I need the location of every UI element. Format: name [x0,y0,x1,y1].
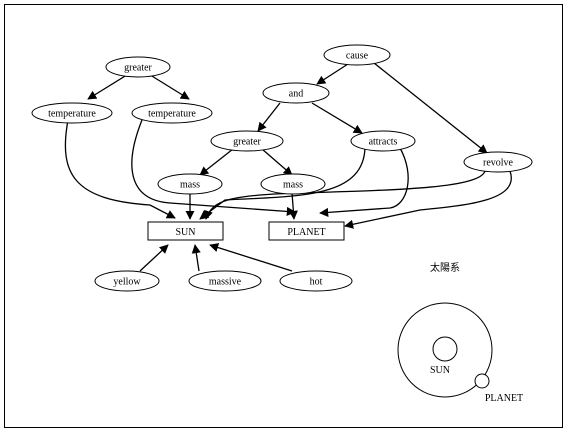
node-label: temperature [48,109,96,120]
node-label: greater [124,63,152,74]
nodes: greater temperature temperature cause an… [32,45,532,291]
node-label: mass [180,180,200,191]
node-cause: cause [324,45,390,65]
node-temperature-left: temperature [32,103,112,123]
node-revolve: revolve [464,152,532,172]
node-label: mass [283,180,303,191]
solar-system-sketch: 太陽系 SUN PLANET [398,261,523,404]
edge-yellow-to-sun [140,245,168,271]
edge-and-to-attracts [312,103,362,133]
node-label: greater [233,137,261,148]
node-planet-box: PLANET [269,222,344,240]
node-label: PLANET [287,227,325,238]
node-massive: massive [189,271,261,291]
planet-circle [475,374,489,388]
edge-greater-to-temperature-right [147,73,189,99]
edge-revolve-to-planet [345,171,511,226]
node-label: SUN [175,227,195,238]
node-yellow: yellow [95,271,159,291]
sun-circle [433,337,457,361]
node-attracts: attracts [351,131,415,151]
edge-greater-to-temperature-left [88,73,130,99]
edge-mass-right-to-planet [292,193,294,219]
node-label: hot [310,277,323,288]
edge-hot-to-sun [210,245,292,271]
node-label: massive [209,277,242,288]
node-greater-top: greater [106,57,170,77]
edge-greater-to-mass-right [262,149,292,175]
edge-cause-to-and [317,64,348,84]
node-label: temperature [148,109,196,120]
node-greater-mid: greater [211,131,283,151]
node-label: and [289,89,303,100]
node-label: yellow [113,277,141,288]
node-mass-right: mass [261,174,325,194]
node-mass-left: mass [158,174,222,194]
node-label: attracts [369,137,398,148]
node-label: cause [346,51,369,62]
edge-massive-to-sun [195,245,199,271]
planet-label: PLANET [485,393,523,404]
edge-greater-to-mass-left [200,149,233,175]
node-temperature-right: temperature [132,103,212,123]
node-sun-box: SUN [148,222,223,240]
edge-temperature-left-to-sun [65,120,175,218]
solar-system-title: 太陽系 [430,261,460,274]
node-and: and [263,83,329,103]
node-label: revolve [483,158,514,169]
edge-and-to-greater [258,103,280,131]
node-hot: hot [280,271,352,291]
sun-label: SUN [430,365,450,376]
